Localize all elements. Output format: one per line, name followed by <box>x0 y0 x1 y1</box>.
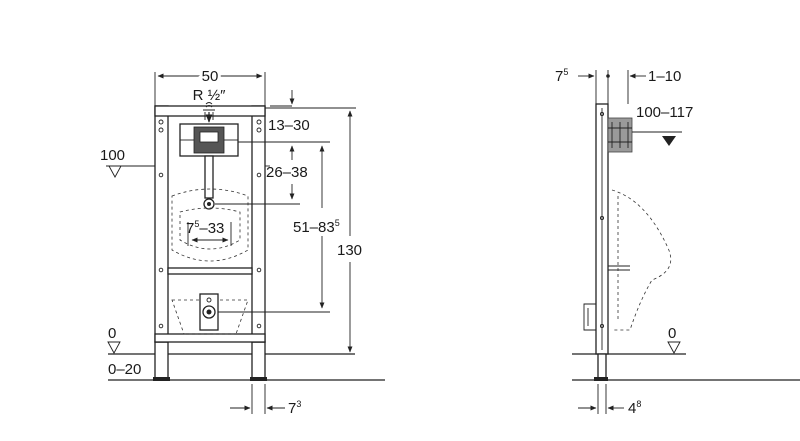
right-leg <box>251 341 266 381</box>
width-label: 50 <box>202 68 219 85</box>
mid-crossbar <box>167 267 253 275</box>
front-view: 50 R ½″ 13–30 26–38 75–33 51–835 130 <box>100 65 385 417</box>
right-upright <box>251 105 266 343</box>
side-level-0-label: 0 <box>668 325 676 342</box>
bottom-crossbar <box>154 333 266 343</box>
left-leg <box>154 341 169 381</box>
floor-adjust-label: 0–20 <box>108 361 141 378</box>
pipe-thread-label: R ½″ <box>193 87 227 104</box>
dim-7-33-label: 75–33 <box>186 219 224 237</box>
water-supply-pipe <box>203 109 215 120</box>
side-urinal-outline <box>611 189 672 331</box>
side-depth-label: 75 <box>555 67 568 85</box>
height-label: 130 <box>337 242 362 259</box>
level-marker-icon <box>662 136 676 146</box>
level-100-label: 100 <box>100 147 125 164</box>
side-wall-depth-label: 100–117 <box>636 104 693 121</box>
side-view: 75 1–10 100–117 0 48 <box>555 67 800 417</box>
dim-51-83-label: 51–835 <box>293 218 340 236</box>
feed-pipe <box>204 155 214 199</box>
left-foot <box>153 377 170 381</box>
side-offset-label: 1–10 <box>648 68 681 85</box>
side-drain-elbow <box>583 303 596 331</box>
side-leg-width-label: 48 <box>628 399 641 417</box>
dim-26-38-label: 26–38 <box>266 164 308 181</box>
side-leg <box>597 353 607 379</box>
leg-width-label: 73 <box>288 399 301 417</box>
level-0-label: 0 <box>108 325 116 342</box>
upright-holes <box>158 119 262 329</box>
left-upright <box>154 105 169 343</box>
dim-13-30-label: 13–30 <box>268 117 310 134</box>
urinal-outline <box>171 188 249 262</box>
top-crossbar <box>154 105 266 117</box>
right-foot <box>250 377 267 381</box>
